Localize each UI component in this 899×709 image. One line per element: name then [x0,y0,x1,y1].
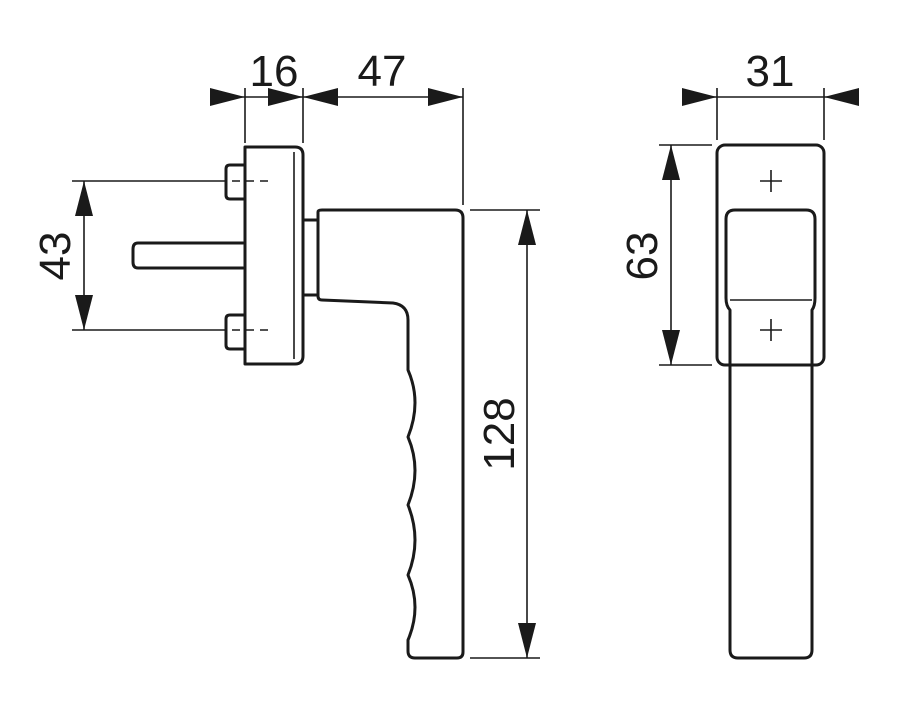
dim-label-47: 47 [358,47,407,96]
dim-label-128: 128 [475,397,524,470]
handle-lever-front [724,208,817,660]
rose-side [243,145,305,366]
arrow-128-top [518,210,536,245]
handle-lever-side [316,208,465,660]
arrow-43-top [75,181,93,216]
arrow-47-left [268,88,303,106]
screw-mark-top [760,170,782,192]
screw-head-bottom [224,313,247,351]
screw-head-top [224,163,247,201]
handle-neck [301,218,320,297]
spindle [131,241,245,270]
arrow-63-bottom [662,330,680,365]
arrow-128-bottom [518,623,536,658]
screw-mark-bottom [760,319,782,341]
side-view: 16 47 43 128 [31,47,540,660]
arrow-31-left [682,88,717,106]
dim-label-43: 43 [31,232,80,281]
dim-label-63: 63 [618,232,667,281]
rose-front [715,143,826,367]
front-view: 31 63 [618,47,859,660]
arrow-16-right [303,88,338,106]
arrow-43-bottom [75,295,93,330]
dim-label-16: 16 [250,47,299,96]
arrow-31-right [824,88,859,106]
dim-label-31: 31 [746,47,795,96]
arrow-16-left [210,88,245,106]
arrow-47-right [428,88,463,106]
arrow-63-top [662,145,680,180]
